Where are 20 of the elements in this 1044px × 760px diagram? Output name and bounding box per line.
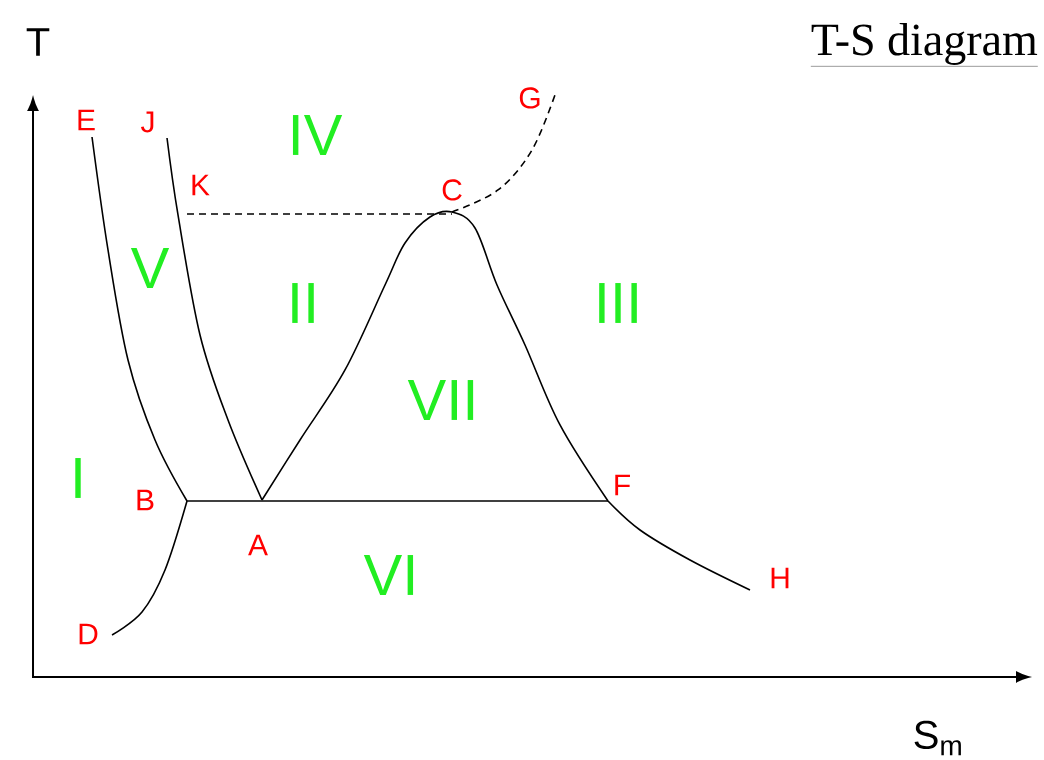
region-label: VI: [363, 555, 414, 595]
region-label: II: [292, 283, 314, 323]
point-label: G: [519, 87, 540, 109]
point-label: F: [615, 474, 630, 496]
region-label: V: [130, 248, 170, 288]
point-label: A: [248, 534, 268, 556]
point-label: C: [442, 179, 462, 201]
point-label: E: [78, 109, 95, 131]
region-label: VII: [407, 380, 474, 420]
region-label: III: [599, 283, 637, 323]
point-label: H: [771, 567, 789, 589]
axis-label: S$_{m}$: [914, 720, 961, 756]
point-label: B: [137, 489, 154, 511]
axis-label: T: [26, 28, 50, 56]
point-label: K: [192, 174, 210, 196]
region-label: IV: [292, 115, 343, 155]
point-label: D: [79, 623, 98, 645]
title: T-S diagram: [810, 23, 1038, 67]
point-label: J: [141, 111, 154, 133]
region-label: I: [75, 458, 81, 498]
